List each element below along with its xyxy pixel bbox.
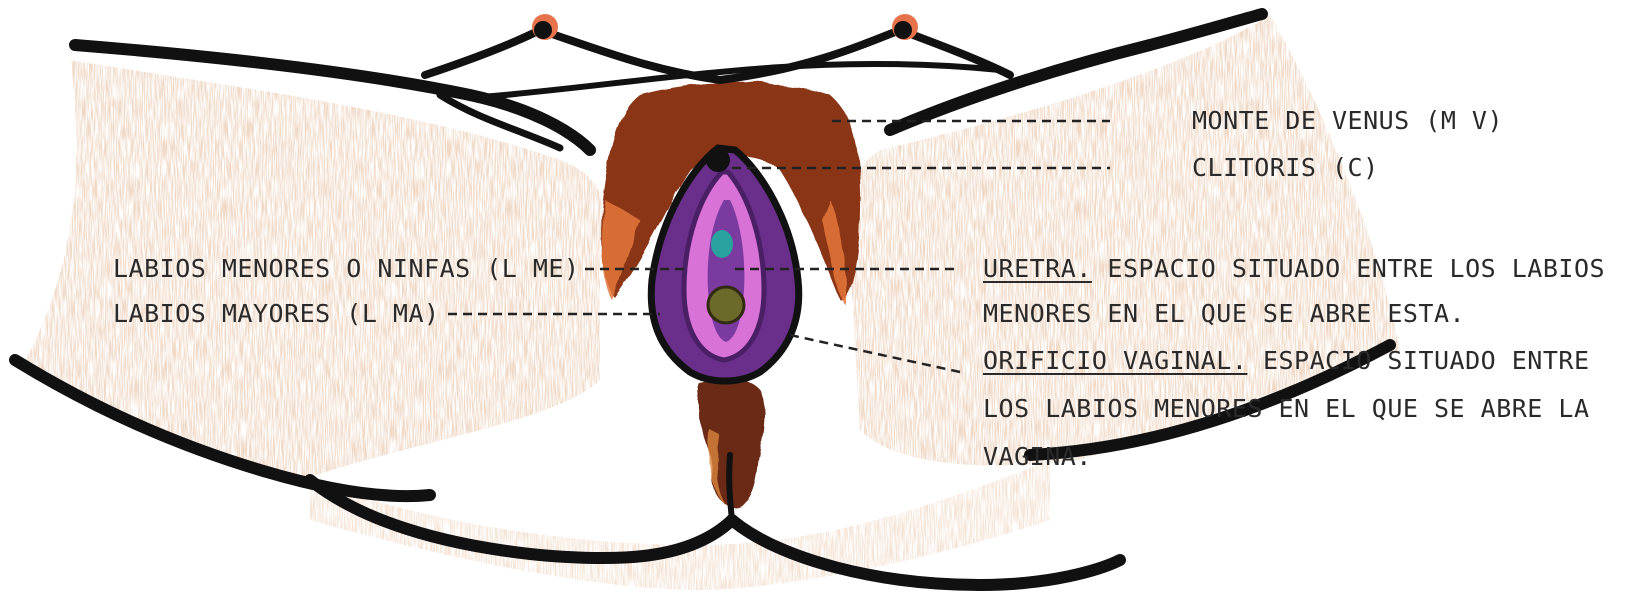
label-labios-mayores: LABIOS MAYORES (L MA) (113, 297, 440, 331)
gluteal-cleft (729, 455, 732, 520)
right-mark-dot-core (894, 21, 912, 39)
left-upper-crease (425, 30, 540, 75)
vaginal-opening-mark (708, 287, 744, 323)
lower-shading (310, 460, 1050, 590)
right-groin-outline (720, 30, 900, 80)
label-labios-menores: LABIOS MENORES O NINFAS (L ME) (113, 252, 580, 286)
label-clitoris: CLITORIS (C) (1192, 151, 1379, 185)
body-marks (532, 14, 918, 40)
orificio-term: ORIFICIO VAGINAL. (983, 346, 1247, 375)
uretra-term: URETRA. (983, 254, 1092, 283)
urethra-mark (711, 230, 733, 258)
uretra-description-line2: MENORES EN EL QUE SE ABRE ESTA. (983, 297, 1465, 331)
orificio-line1-text: ESPACIO SITUADO ENTRE (1263, 346, 1590, 375)
orificio-description-line2: LOS LABIOS MENORES EN EL QUE SE ABRE LA (983, 392, 1590, 426)
orificio-description-line1: ORIFICIO VAGINAL. ESPACIO SITUADO ENTRE (983, 344, 1590, 378)
uretra-description-line1: URETRA. ESPACIO SITUADO ENTRE LOS LABIOS (983, 252, 1605, 286)
label-monte-de-venus: MONTE DE VENUS (M V) (1192, 104, 1503, 138)
orificio-description-line3: VAGINA. (983, 440, 1092, 474)
clitoris-mark (706, 148, 730, 172)
uretra-line1-text: ESPACIO SITUADO ENTRE LOS LABIOS (1107, 254, 1605, 283)
left-mark-dot-core (534, 21, 552, 39)
